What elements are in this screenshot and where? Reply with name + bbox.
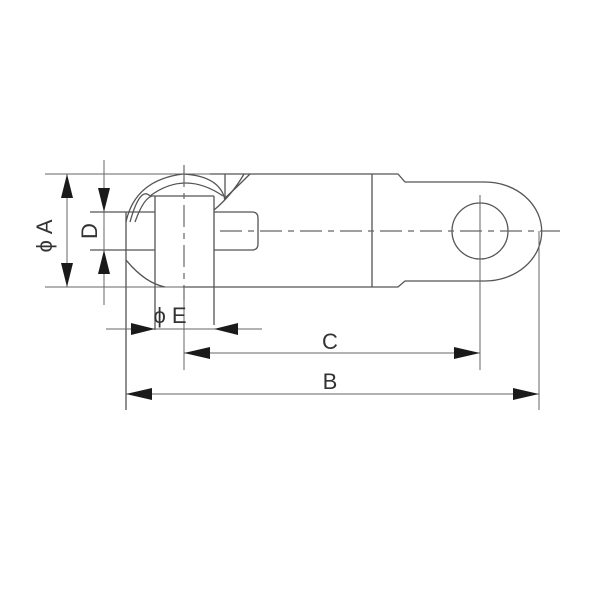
- dimension-C: C: [184, 329, 480, 359]
- dimension-B: B: [126, 369, 539, 400]
- label-D: D: [77, 223, 102, 239]
- dimension-E: ϕ E: [106, 303, 262, 335]
- label-B: B: [323, 369, 338, 394]
- label-C: C: [322, 329, 338, 354]
- dimension-A: ϕ A: [32, 174, 73, 287]
- dimension-D: D: [77, 160, 110, 305]
- ball-head: [90, 173, 259, 410]
- label-A: ϕ A: [32, 219, 57, 252]
- label-E: ϕ E: [153, 303, 186, 328]
